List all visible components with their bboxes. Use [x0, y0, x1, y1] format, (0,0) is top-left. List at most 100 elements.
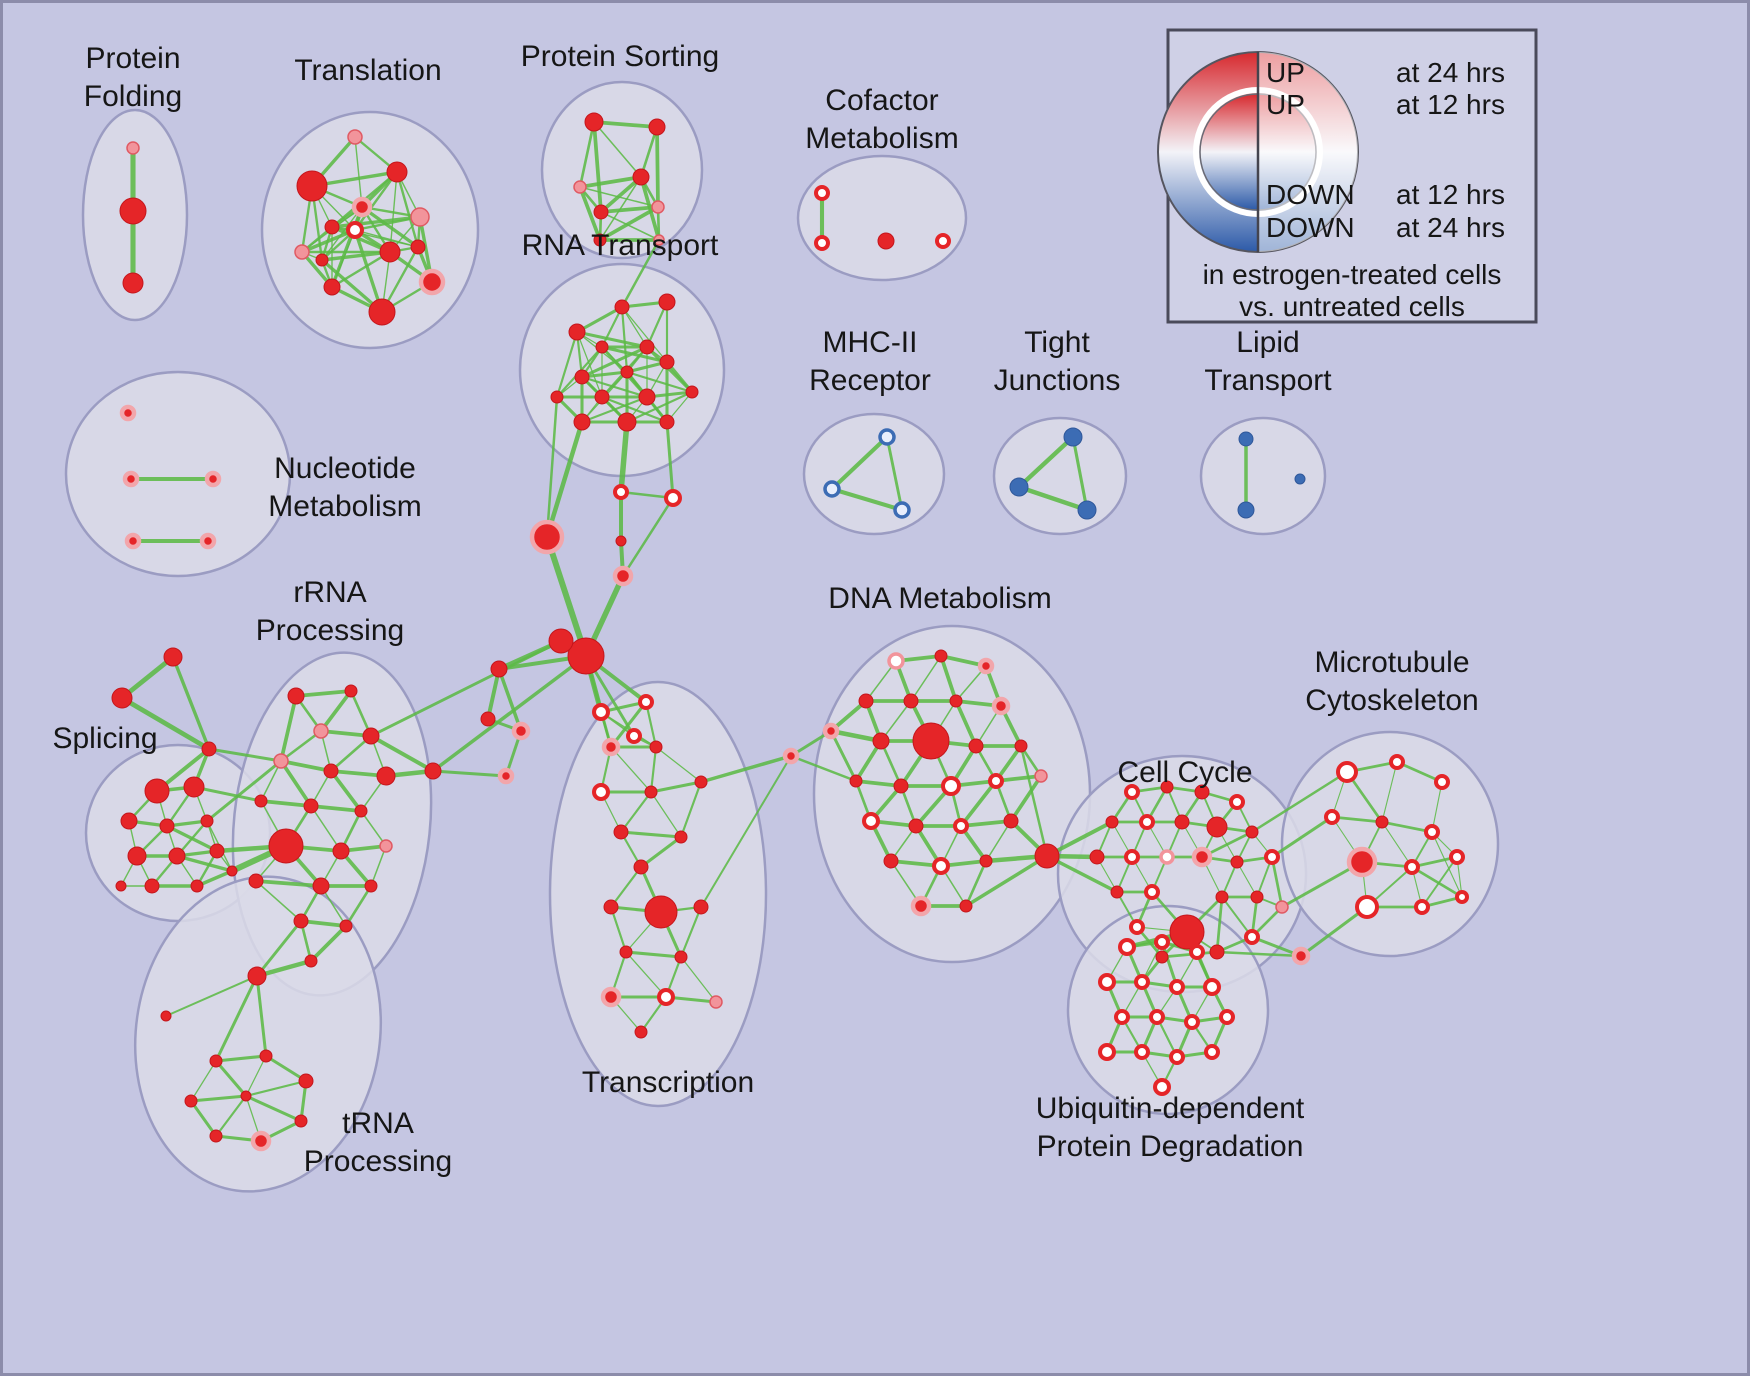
node[interactable]: [1264, 849, 1280, 865]
node[interactable]: [567, 637, 605, 675]
node[interactable]: [620, 365, 634, 379]
node[interactable]: [247, 966, 267, 986]
node[interactable]: [160, 1010, 172, 1022]
node[interactable]: [568, 323, 586, 341]
node[interactable]: [1124, 849, 1140, 865]
node[interactable]: [648, 118, 666, 136]
node[interactable]: [862, 812, 880, 830]
node[interactable]: [893, 778, 909, 794]
node[interactable]: [657, 988, 675, 1006]
node[interactable]: [1124, 784, 1140, 800]
node[interactable]: [979, 854, 993, 868]
node[interactable]: [204, 470, 222, 488]
node[interactable]: [294, 244, 310, 260]
node[interactable]: [115, 880, 127, 892]
node[interactable]: [1230, 855, 1244, 869]
node[interactable]: [653, 234, 665, 246]
node[interactable]: [298, 1073, 314, 1089]
node[interactable]: [126, 141, 140, 155]
node[interactable]: [626, 728, 642, 744]
node[interactable]: [617, 412, 637, 432]
node[interactable]: [619, 945, 633, 959]
node[interactable]: [1174, 814, 1190, 830]
node[interactable]: [347, 129, 363, 145]
node[interactable]: [1153, 1078, 1171, 1096]
node[interactable]: [644, 785, 658, 799]
node[interactable]: [903, 693, 919, 709]
node[interactable]: [168, 847, 186, 865]
node[interactable]: [658, 293, 676, 311]
node[interactable]: [511, 721, 531, 741]
node[interactable]: [592, 703, 610, 721]
node[interactable]: [959, 899, 973, 913]
node[interactable]: [209, 1129, 223, 1143]
node[interactable]: [908, 818, 924, 834]
node[interactable]: [379, 241, 401, 263]
node[interactable]: [1139, 814, 1155, 830]
node[interactable]: [364, 879, 378, 893]
node[interactable]: [1014, 739, 1028, 753]
node[interactable]: [529, 519, 565, 555]
node[interactable]: [312, 877, 330, 895]
node[interactable]: [573, 413, 591, 431]
node[interactable]: [632, 168, 650, 186]
node[interactable]: [332, 842, 350, 860]
node[interactable]: [190, 879, 204, 893]
node[interactable]: [1169, 979, 1185, 995]
node[interactable]: [1134, 1044, 1150, 1060]
node[interactable]: [1375, 815, 1389, 829]
node[interactable]: [490, 660, 508, 678]
node[interactable]: [638, 694, 654, 710]
node[interactable]: [1291, 946, 1311, 966]
node[interactable]: [1250, 890, 1264, 904]
node[interactable]: [410, 207, 430, 227]
node[interactable]: [183, 776, 205, 798]
node[interactable]: [1149, 1009, 1165, 1025]
node[interactable]: [159, 818, 175, 834]
node[interactable]: [935, 233, 951, 249]
node[interactable]: [184, 1094, 198, 1108]
node[interactable]: [1219, 1009, 1235, 1025]
node[interactable]: [1414, 899, 1430, 915]
node[interactable]: [480, 711, 496, 727]
node[interactable]: [315, 253, 329, 267]
node[interactable]: [124, 532, 142, 550]
node[interactable]: [991, 696, 1011, 716]
node[interactable]: [344, 684, 358, 698]
node[interactable]: [594, 389, 610, 405]
node[interactable]: [878, 428, 896, 446]
node[interactable]: [814, 235, 830, 251]
node[interactable]: [119, 197, 147, 225]
node[interactable]: [1003, 813, 1019, 829]
node[interactable]: [910, 895, 932, 917]
node[interactable]: [593, 204, 609, 220]
node[interactable]: [1160, 780, 1174, 794]
node[interactable]: [1009, 477, 1029, 497]
node[interactable]: [254, 794, 268, 808]
node[interactable]: [595, 340, 609, 354]
node[interactable]: [649, 740, 663, 754]
node[interactable]: [1449, 849, 1465, 865]
node[interactable]: [351, 196, 373, 218]
node[interactable]: [303, 798, 319, 814]
node[interactable]: [248, 873, 264, 889]
node[interactable]: [119, 404, 137, 422]
node[interactable]: [1336, 761, 1358, 783]
node[interactable]: [968, 738, 984, 754]
node[interactable]: [693, 899, 709, 915]
node[interactable]: [573, 180, 587, 194]
node[interactable]: [1118, 938, 1136, 956]
node[interactable]: [614, 299, 630, 315]
node[interactable]: [887, 652, 905, 670]
node[interactable]: [323, 763, 339, 779]
node[interactable]: [1098, 1043, 1116, 1061]
node[interactable]: [1389, 754, 1405, 770]
node[interactable]: [694, 775, 708, 789]
node[interactable]: [1063, 427, 1083, 447]
node[interactable]: [548, 628, 574, 654]
node[interactable]: [1144, 884, 1160, 900]
node[interactable]: [822, 722, 840, 740]
node[interactable]: [1244, 929, 1260, 945]
node[interactable]: [313, 723, 329, 739]
node[interactable]: [912, 722, 950, 760]
